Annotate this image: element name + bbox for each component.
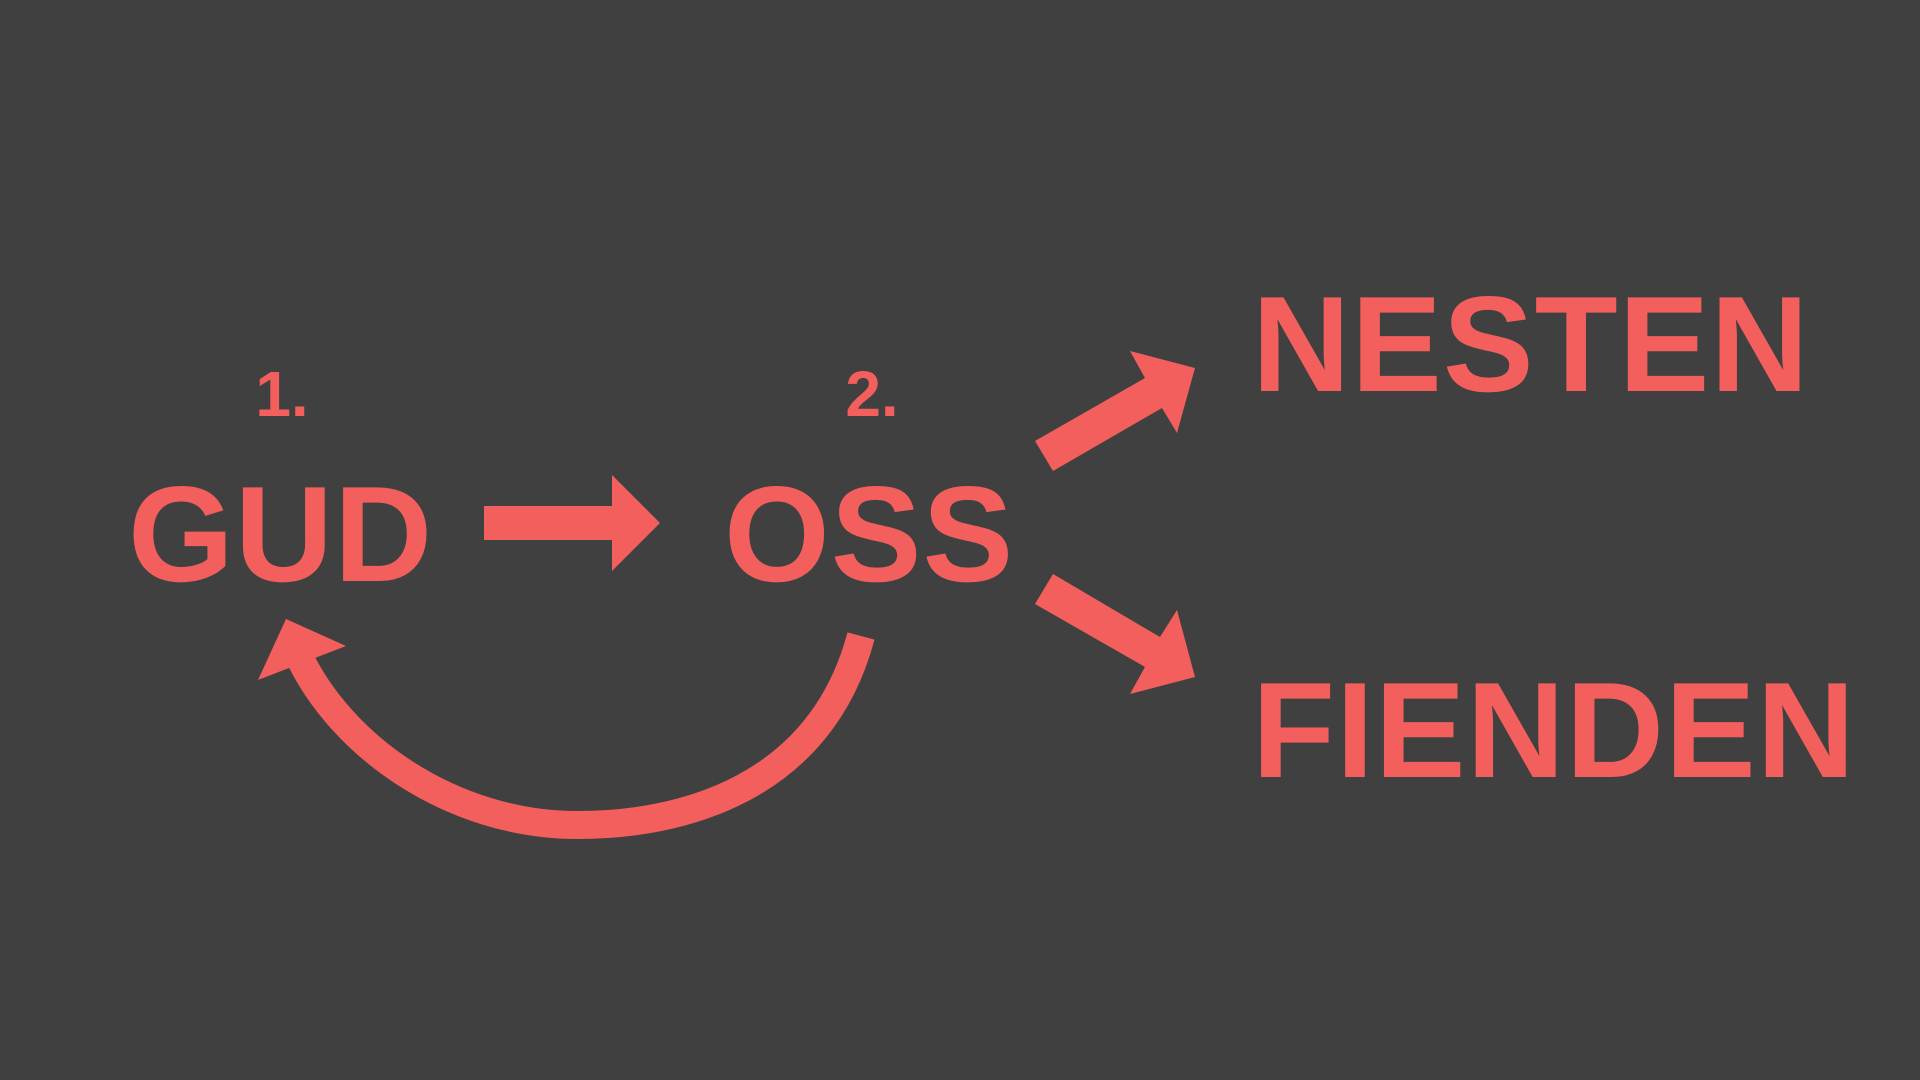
arrow-oss-to-fienden — [1035, 574, 1195, 694]
arrow-gud-to-oss — [484, 475, 660, 571]
arrow-oss-to-gud-head — [258, 619, 346, 680]
node-fienden: FIENDEN — [1252, 654, 1856, 806]
node-gud: GUD — [128, 458, 434, 610]
node-nesten: NESTEN — [1252, 268, 1810, 420]
node-oss: OSS — [724, 458, 1015, 610]
arrow-oss-to-nesten — [1035, 351, 1195, 471]
step-number-2: 2. — [845, 358, 899, 430]
step-number-1: 1. — [255, 358, 309, 430]
arrow-oss-to-gud-curve — [285, 632, 875, 840]
